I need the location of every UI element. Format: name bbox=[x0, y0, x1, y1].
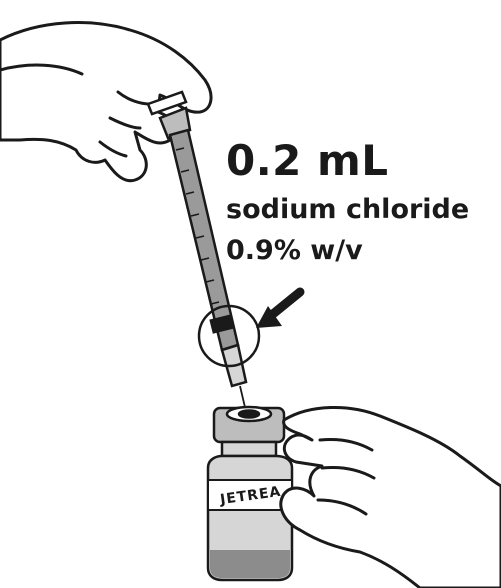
lower-hand-icon bbox=[279, 405, 501, 588]
dosage-callout: 0.2 mL sodium chloride 0.9% w/v bbox=[226, 136, 470, 266]
solution-name: sodium chloride bbox=[226, 194, 470, 225]
dose-volume: 0.2 mL bbox=[226, 136, 389, 185]
arrow-icon bbox=[256, 287, 305, 328]
vial-icon bbox=[206, 405, 294, 582]
syringe-icon bbox=[146, 90, 263, 481]
magnify-circle-icon bbox=[197, 304, 261, 368]
solution-concentration: 0.9% w/v bbox=[226, 235, 363, 266]
